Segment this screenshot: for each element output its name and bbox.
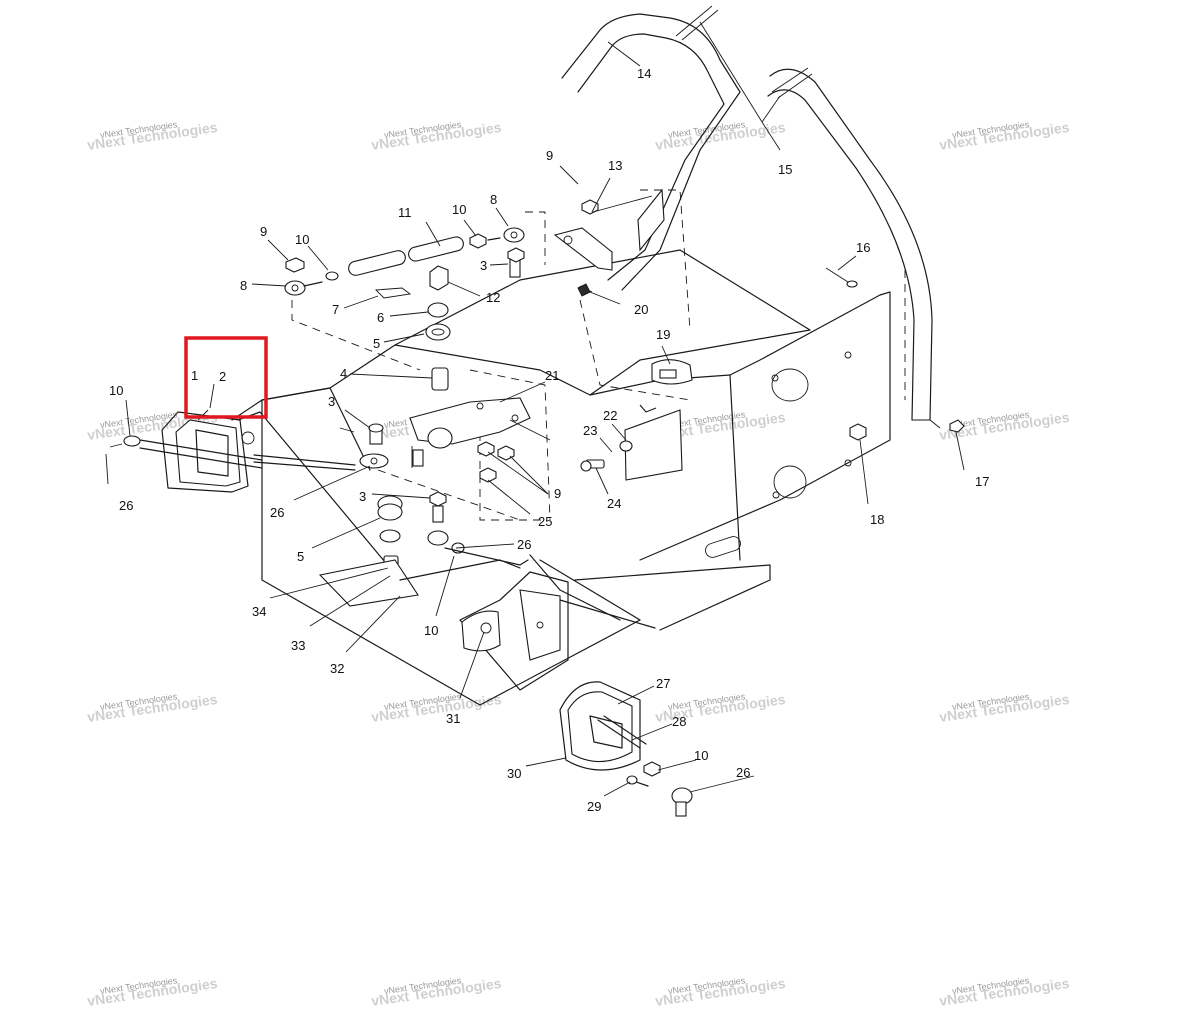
part-label: 24: [607, 496, 621, 511]
part-label: 26: [119, 498, 133, 513]
part-label: 10: [452, 202, 466, 217]
part-label: 10: [424, 623, 438, 638]
part-label: 13: [608, 158, 622, 173]
part-label: 1: [191, 368, 198, 383]
part-label: 26: [517, 537, 531, 552]
part-label: 34: [252, 604, 266, 619]
part-label: 26: [736, 765, 750, 780]
watermark: vNext Technologies vNext Technologies: [938, 691, 1070, 725]
center-bellcrank: [339, 397, 531, 483]
part-label: 9: [260, 224, 267, 239]
part-label: 32: [330, 661, 344, 676]
part-label: 26: [270, 505, 284, 520]
part-label: 16: [856, 240, 870, 255]
watermark: vNext Technologies vNext Technologies: [370, 691, 502, 725]
part-label: 21: [545, 368, 559, 383]
part-label: 19: [656, 327, 670, 342]
part-label: 4: [340, 366, 347, 381]
highlight-box: [184, 336, 268, 419]
part-labels: 14 15 9 13 8 10 11 9 10 3 8 7 12 20 16 6…: [109, 66, 989, 814]
part-label: 28: [672, 714, 686, 729]
phantom-lines: [291, 189, 691, 521]
part-label: 23: [583, 423, 597, 438]
part-label: 6: [377, 310, 384, 325]
part-label: 18: [870, 512, 884, 527]
right-pedal-assembly: [399, 559, 693, 817]
watermark: vNext Technologies vNext Technologies: [938, 975, 1070, 1009]
part-label: 7: [332, 302, 339, 317]
part-label: 14: [637, 66, 651, 81]
part-label: 25: [538, 514, 552, 529]
watermark: vNext Technologies vNext Technologies: [370, 975, 502, 1009]
upper-hardware: [284, 227, 525, 391]
chassis-pan: [261, 249, 891, 706]
watermark: vNext Technologies vNext Technologies: [370, 119, 502, 153]
handle-bar: [561, 5, 741, 291]
leader-lines: [105, 21, 965, 797]
lower-left-hardware: [318, 491, 529, 607]
watermark: vNext Technologies vNext Technologies: [86, 975, 218, 1009]
watermark: vNext Technologies vNext Technologies: [654, 119, 786, 153]
part-label: 27: [656, 676, 670, 691]
part-label: 5: [373, 336, 380, 351]
part-label: 11: [398, 205, 412, 220]
part-label: 30: [507, 766, 521, 781]
part-label: 8: [490, 192, 497, 207]
part-label: 20: [634, 302, 648, 317]
part-label: 2: [219, 369, 226, 384]
watermark: vNext Technologies vNext Technologies: [86, 119, 218, 153]
part-label: 12: [486, 290, 500, 305]
part-label: 3: [359, 489, 366, 504]
part-label: 31: [446, 711, 460, 726]
part-label: 3: [480, 258, 487, 273]
part-label: 33: [291, 638, 305, 653]
part-label: 8: [240, 278, 247, 293]
part-label: 5: [297, 549, 304, 564]
part-label: 3: [328, 394, 335, 409]
part-label: 10: [694, 748, 708, 763]
assembly-line-art: [109, 5, 965, 817]
watermark: vNext Technologies vNext Technologies: [938, 119, 1070, 153]
watermark: vNext Technologies vNext Technologies: [86, 691, 218, 725]
watermark: vNext Technologies vNext Technologies: [654, 975, 786, 1009]
part-label: 17: [975, 474, 989, 489]
part-label: 22: [603, 408, 617, 423]
right-hardware: [553, 188, 965, 481]
part-label: 9: [554, 486, 561, 501]
part-label: 9: [546, 148, 553, 163]
part-label: 29: [587, 799, 601, 814]
part-label: 10: [109, 383, 123, 398]
part-label: 10: [295, 232, 309, 247]
part-label: 15: [778, 162, 792, 177]
roll-bar: [767, 67, 941, 429]
